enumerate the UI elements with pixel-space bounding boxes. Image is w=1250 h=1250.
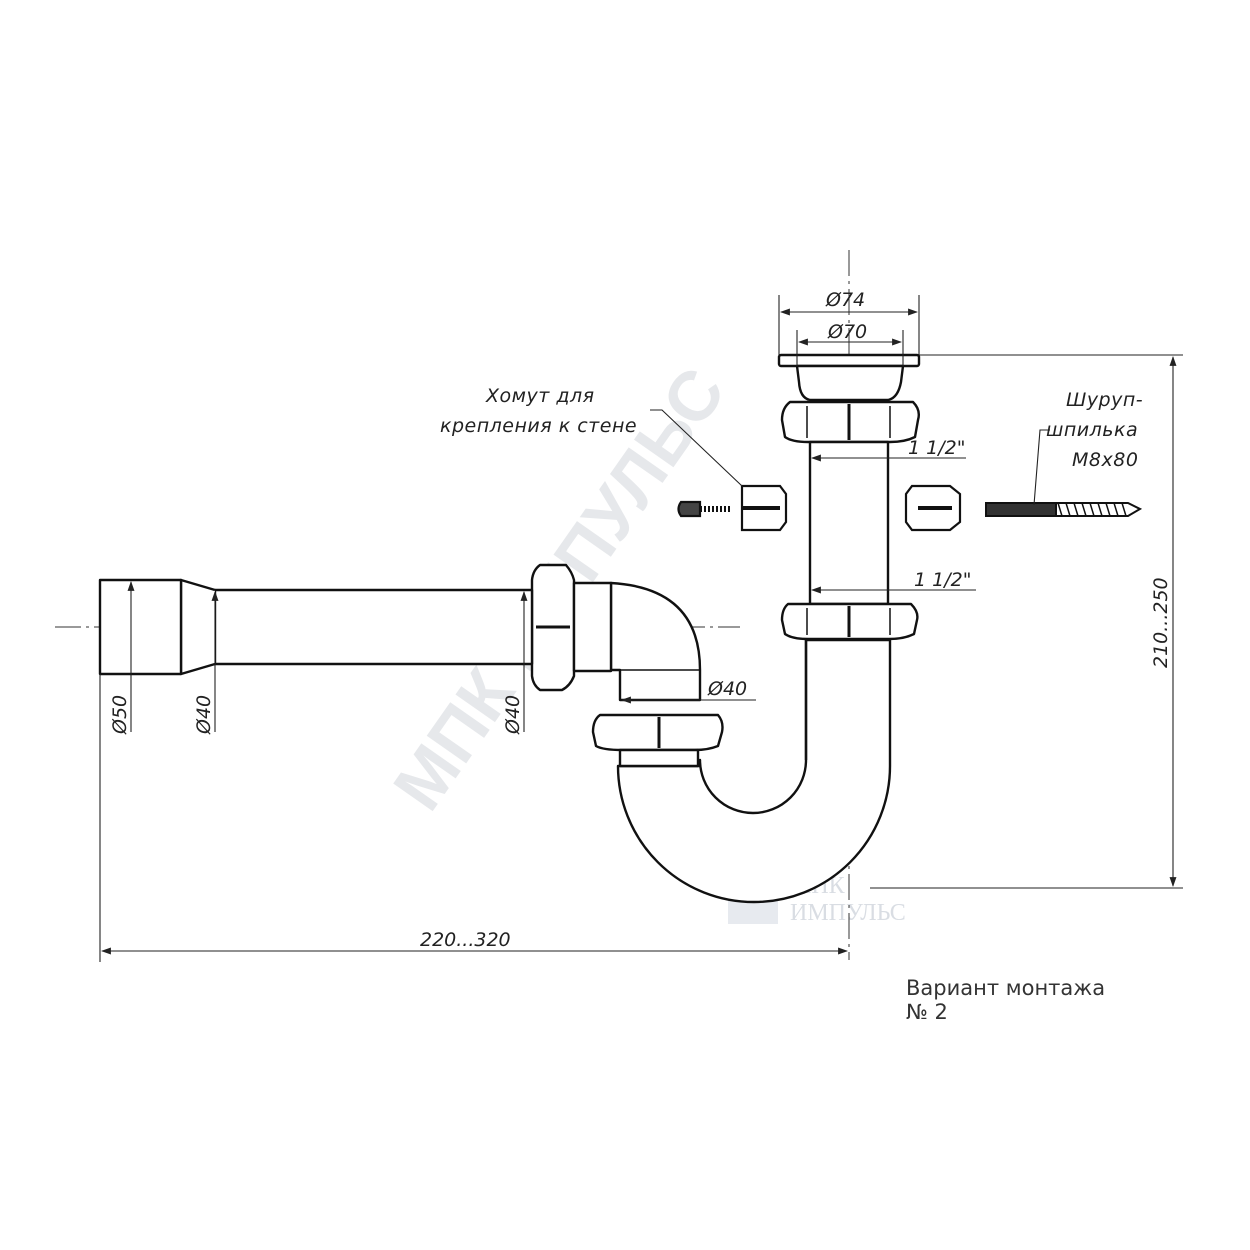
elbow-collar xyxy=(618,748,700,768)
screw-label-line3: М8х80 xyxy=(1072,449,1138,471)
horizontal-outlet-pipe xyxy=(213,588,534,666)
outlet-collar xyxy=(572,581,613,673)
vertical-tube xyxy=(808,440,890,606)
dim-diameter-74: Ø74 xyxy=(825,289,865,311)
caption-line2: № 2 xyxy=(906,1000,948,1024)
dimension-lines xyxy=(99,295,1183,962)
screw-label-line1: Шуруп- xyxy=(1066,389,1143,411)
clamp-label-line1: Хомут для xyxy=(485,385,595,407)
dim-diameter-70: Ø70 xyxy=(827,321,867,343)
drain-flange xyxy=(777,353,921,368)
wall-clamp xyxy=(677,484,962,532)
dim-thread-bottom: 1 1/2" xyxy=(914,569,971,591)
watermark-logo-line2: ИМПУЛЬС xyxy=(790,900,906,926)
caption-line1: Вариант монтажа xyxy=(906,976,1106,1000)
siphon-body xyxy=(98,353,921,904)
dim-height-range: 210...250 xyxy=(1150,577,1172,668)
pipe-socket xyxy=(98,578,183,676)
drain-funnel xyxy=(795,364,905,402)
dim-thread-top: 1 1/2" xyxy=(908,437,965,459)
screw-stud xyxy=(985,502,1143,517)
dim-diameter-50: Ø50 xyxy=(109,695,131,735)
dim-diameter-40-elbow: Ø40 xyxy=(707,678,747,700)
dim-diameter-40-left: Ø40 xyxy=(193,695,215,735)
dim-length-range: 220...320 xyxy=(420,929,511,951)
dim-diameter-40-right: Ø40 xyxy=(502,695,524,735)
u-trap xyxy=(616,638,892,904)
screw-label-line2: шпилька xyxy=(1046,419,1138,441)
mounting-variant-caption: Вариант монтажа № 2 xyxy=(906,976,1105,1024)
pipe-socket-taper xyxy=(179,578,216,676)
outlet-elbow xyxy=(609,581,702,702)
clamp-label-line2: крепления к стене xyxy=(440,415,637,437)
